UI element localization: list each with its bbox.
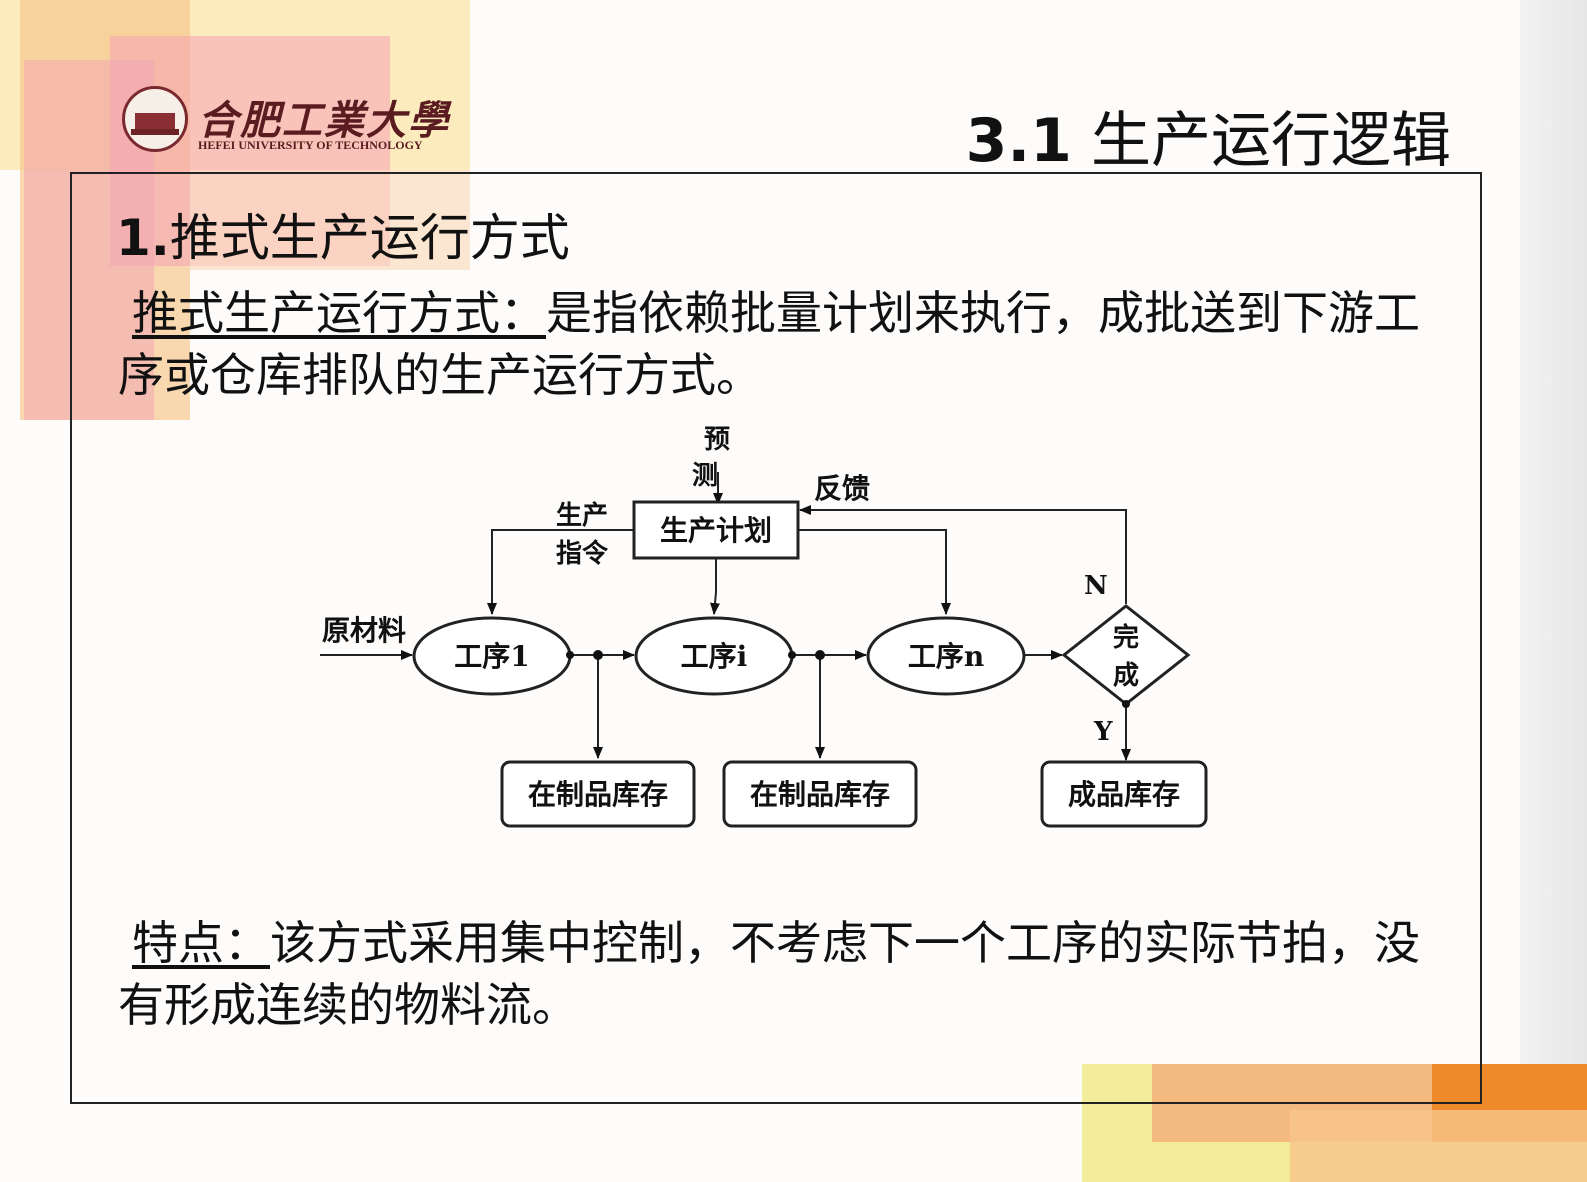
arrow-plan-to-stepn [798,529,951,615]
label-plan: 生产计划 [660,514,772,547]
definition-text: 是指依赖批量计划来执行，成批送到下游工序或仓库排队的生产运行方式。 [118,286,1420,402]
decor-block-bottom-right-peach [1290,1110,1587,1182]
label-wip2: 在制品库存 [750,778,890,811]
section-heading: 1.推式生产运行方式 [116,198,570,270]
section-number: 1. [116,209,170,267]
slide-title: 3.1 生产运行逻辑 [966,92,1451,179]
label-decision-2: 成 [1113,661,1139,691]
university-logo: 合肥工業大學 HEFEI UNIVERSITY OF TECHNOLOGY [122,86,448,166]
feature-paragraph: 特点：该方式采用集中控制，不考虑下一个工序的实际节拍，没有形成连续的物料流。 [118,912,1458,1036]
slide-title-number: 3.1 [965,106,1072,176]
slide-title-text: 生产运行逻辑 [1091,106,1451,176]
label-step1: 工序1 [454,640,529,673]
label-feedback: 反馈 [814,472,870,505]
push-production-flow-diagram: 预 测 反馈 生产 指令 生产计划 原材料 工序1 工序i 工序n 完 成 N … [320,425,1208,828]
label-yes: Y [1093,717,1113,747]
university-seal-icon [122,86,188,152]
label-raw-material: 原材料 [322,614,406,647]
decor-block-top-left-light [190,170,470,270]
definition-term: 推式生产运行方式： [132,286,546,340]
university-name-en: HEFEI UNIVERSITY OF TECHNOLOGY [198,138,423,152]
arrow-plan-to-stepi [710,558,720,615]
output-dot-decision [1122,700,1130,708]
decor-stripe-right [1520,0,1587,1182]
label-command-1: 生产 [556,501,608,531]
label-forecast-2: 测 [692,461,718,491]
label-stepi: 工序i [681,640,748,673]
feature-term: 特点： [132,916,270,970]
label-stepn: 工序n [908,640,984,673]
university-name-cn: 合肥工業大學 [198,97,450,144]
definition-paragraph: 推式生产运行方式：是指依赖批量计划来执行，成批送到下游工序或仓库排队的生产运行方… [118,282,1458,406]
section-heading-text: 推式生产运行方式 [169,209,570,267]
feature-text: 该方式采用集中控制，不考虑下一个工序的实际节拍，没有形成连续的物料流。 [118,916,1420,1032]
wip2-box [722,760,918,828]
junction-dot-1 [593,650,603,660]
output-dot-step1 [566,651,574,659]
content-frame [70,172,1482,1104]
label-wip1: 在制品库存 [528,778,668,811]
finished-box [1040,760,1208,828]
output-dot-stepi [788,651,796,659]
arrow-plan-to-step1 [487,529,634,615]
label-command-2: 指令 [556,538,609,569]
label-no: N [1084,571,1108,601]
label-finished: 成品库存 [1068,778,1180,811]
label-forecast-1: 预 [704,425,730,455]
wip1-box [500,760,696,828]
label-decision-1: 完 [1113,622,1139,653]
junction-dot-2 [815,650,825,660]
arrow-feedback [799,505,1127,604]
